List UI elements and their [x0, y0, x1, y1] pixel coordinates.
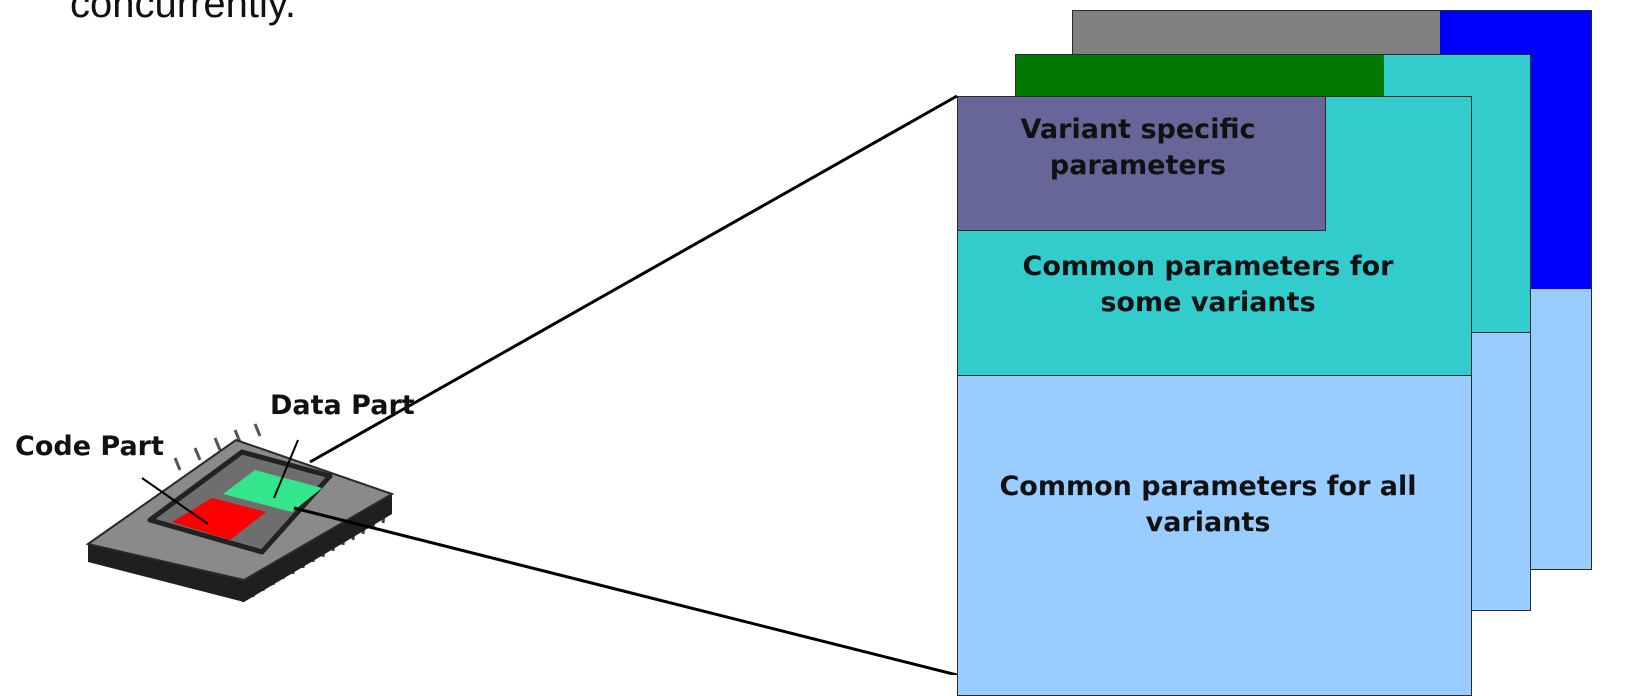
variant-specific-label: Variant specific parameters [1020, 114, 1256, 181]
layer-middle-green-block [1016, 55, 1384, 97]
chip-icon [85, 423, 395, 603]
zoom-line-top [309, 94, 958, 464]
code-part-label: Code Part [15, 431, 164, 462]
layer-back-gray-block [1073, 11, 1440, 55]
data-part-pointer [273, 439, 299, 499]
common-some-variants-label: Common parameters for some variants [1022, 251, 1394, 318]
variant-specific-block [958, 97, 1326, 231]
heading-text: concurrently. [70, 0, 297, 26]
zoom-line-bottom [293, 506, 958, 675]
chip-diagram [85, 94, 958, 675]
chip-data-part [223, 470, 322, 512]
variant-layer-front: Variant specific parameters Common param… [957, 96, 1472, 696]
chip-code-part [172, 498, 266, 540]
code-part-pointer [141, 477, 209, 525]
common-all-variants-label: Common parameters for all variants [999, 471, 1417, 538]
data-part-label: Data Part [270, 390, 415, 421]
